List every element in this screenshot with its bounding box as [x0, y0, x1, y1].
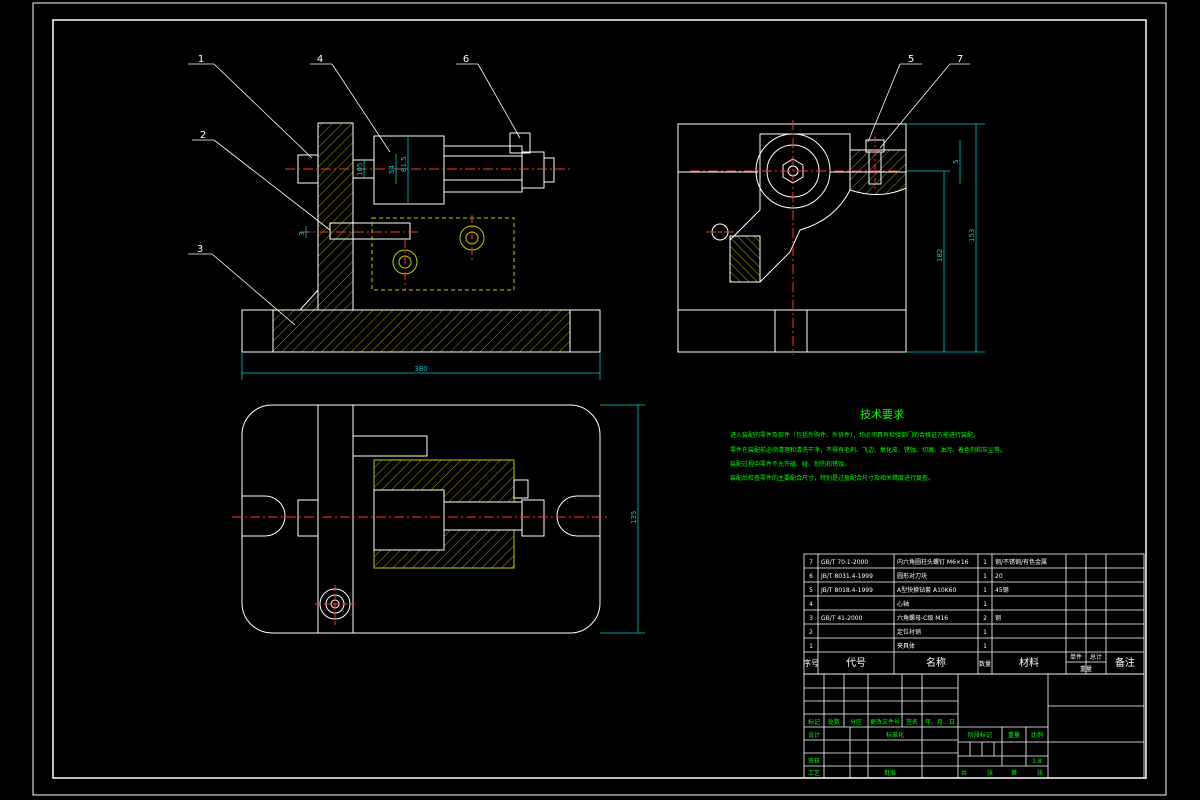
balloon-1: 3	[197, 244, 203, 255]
stage-mark-label: 阶段标记	[968, 731, 992, 739]
bom-cell-material: 钢	[995, 614, 1001, 622]
dim-side-h3: 5	[952, 160, 960, 164]
bom-cell-qty: 1	[983, 601, 987, 608]
tech-line-2: 零件在装配前必须清理和清洗干净，不得有毛刺、飞边、氧化皮、锈蚀、切屑、油污、着色…	[730, 446, 1006, 454]
bom-header-remarks: 备注	[1115, 656, 1135, 669]
balloon-7: 7	[957, 54, 963, 65]
rev-date: 年、月、日	[925, 718, 955, 726]
balloon-5: 5	[908, 54, 914, 65]
bom-cell-material: 45钢	[995, 586, 1009, 594]
bom-cell-qty: 1	[983, 587, 987, 594]
side-view	[677, 120, 907, 355]
dim-side-h2: 153	[968, 229, 976, 242]
bom-header-material: 材料	[1019, 656, 1039, 669]
dim-front-h3: 105	[356, 163, 364, 176]
rev-doc: 更改文件号	[870, 718, 900, 726]
bom-cell-name: 定位衬销	[897, 628, 921, 636]
tech-line-1: 进入装配的零件及部件（包括外购件、外协件），均必须具有检验部门的合格证方能进行装…	[730, 431, 979, 439]
bom-cell-qty: 1	[983, 573, 987, 580]
bom-header-weight: 重量	[1080, 665, 1092, 673]
dim-front-h1: 81.5	[400, 156, 408, 172]
bom-cell-qty: 1	[983, 629, 987, 636]
bom-cell-qty: 1	[983, 559, 987, 566]
bom-cell-no: 6	[809, 573, 813, 580]
outer-frame	[32, 2, 1167, 796]
bom-cell-qty: 2	[983, 615, 987, 622]
bom-cell-no: 1	[809, 643, 813, 650]
dim-side-h1: 182	[936, 249, 944, 262]
base-hatch	[272, 309, 571, 353]
balloon-4: 4	[317, 54, 323, 65]
scale-value: 1:8	[1032, 758, 1042, 765]
bom-header-total: 总计	[1090, 653, 1102, 661]
bom-cell-material: 钢/不锈钢/有色金属	[995, 558, 1047, 566]
bom-header-unit: 单件	[1070, 653, 1082, 661]
bom-header-no: 序号	[803, 658, 819, 668]
bom-cell-code: JB/T 8031.4-1999	[820, 573, 873, 580]
bom-cell-name: 圆形对刀块	[897, 572, 927, 580]
dim-front-h2: 54	[388, 165, 396, 174]
bom-cell-no: 5	[809, 587, 813, 594]
balloon-2: 2	[200, 130, 206, 141]
bom-cell-material: 20	[995, 573, 1003, 580]
weight-label: 重量	[1008, 731, 1020, 739]
side-hatch	[849, 149, 907, 195]
balloon-6: 6	[463, 54, 469, 65]
side-dimensions	[906, 123, 985, 353]
sheet-total: 共	[961, 769, 967, 777]
process-label: 工艺	[808, 769, 820, 777]
dim-front-width: 380	[414, 365, 427, 373]
tech-line-4: 装配后检查零件的主要配合尺寸，特别是过盈配合尺寸及相关精度进行复查。	[730, 474, 934, 482]
bom-cell-no: 7	[809, 559, 813, 566]
bom-cell-name: 六角螺母-C级 M16	[897, 614, 948, 622]
standard-label: 标准化	[886, 731, 904, 739]
front-view	[241, 122, 601, 353]
bom-cell-name: 心轴	[897, 600, 909, 608]
bom-cell-qty: 1	[983, 643, 987, 650]
rev-sign: 签名	[906, 718, 918, 726]
bom-cell-no: 2	[809, 629, 813, 636]
bom-cell-name: A型快换钻套 A10K60	[897, 586, 957, 594]
dim-front-h4: 3	[298, 232, 306, 236]
review-label: 审核	[808, 757, 820, 765]
bom-rows: 7 GB/T 70.1-2000 内六角圆柱头螺钉 M6×16 1 钢/不锈钢/有色金属…	[809, 558, 1047, 650]
tech-title: 技术要求	[860, 408, 904, 421]
top-view	[232, 404, 610, 634]
sheet-no: 第	[1011, 769, 1017, 777]
tech-line-3: 装配过程中零件不允许磕、碰、划伤和锈蚀。	[730, 460, 850, 468]
leaders	[188, 63, 970, 326]
dim-top-h: 135	[630, 511, 638, 524]
front-dimensions	[241, 136, 601, 380]
upright-hatch	[317, 122, 354, 311]
approve-label: 批准	[884, 769, 896, 777]
bom-cell-no: 3	[809, 615, 813, 622]
balloon-3: 1	[198, 54, 204, 65]
bom-header-qty: 数量	[979, 660, 991, 668]
bom-cell-code: GB/T 70.1-2000	[821, 559, 868, 566]
design-label: 设计	[808, 731, 820, 739]
sheet-total-unit: 张	[987, 769, 993, 777]
inner-frame	[52, 19, 1147, 779]
rev-mark: 标记	[808, 718, 820, 726]
bom-header-name: 名称	[926, 656, 946, 669]
bom-grid	[803, 553, 1145, 675]
scale-label: 比例	[1031, 731, 1043, 739]
rev-zone: 分区	[850, 718, 862, 726]
bom-cell-name: 夹具体	[897, 642, 915, 650]
bom-cell-name: 内六角圆柱头螺钉 M6×16	[897, 558, 969, 566]
bom-header-code: 代号	[846, 657, 866, 669]
bom-cell-code: JB/T 8018.4-1999	[820, 587, 873, 594]
top-dimensions	[600, 404, 645, 634]
rev-count: 处数	[828, 718, 840, 726]
bom-cell-code: GB/T 41-2000	[821, 615, 863, 622]
sheet-no-unit: 张	[1037, 769, 1043, 777]
title-block-grid	[803, 673, 1145, 779]
bom-cell-no: 4	[809, 601, 813, 608]
